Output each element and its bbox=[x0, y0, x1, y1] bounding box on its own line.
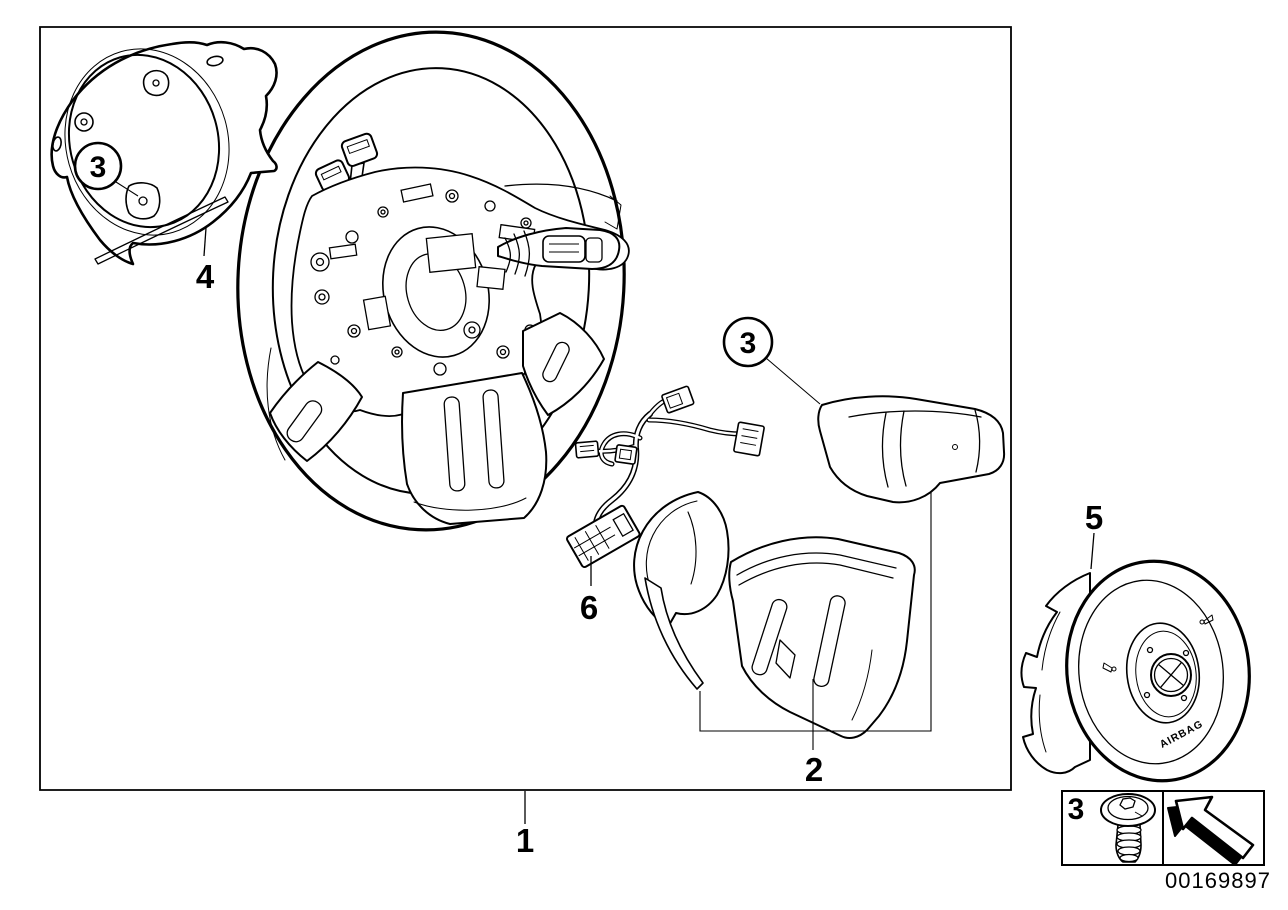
harness-main-connector bbox=[566, 505, 641, 568]
stalk-paddle-line bbox=[347, 140, 369, 154]
bracket-detail bbox=[1039, 612, 1060, 752]
spoke-cover-right bbox=[818, 396, 1004, 502]
part-number-text: 00169897 bbox=[1165, 868, 1271, 893]
cable-harness-drawing: 6 bbox=[566, 386, 764, 626]
airbag-pad-ring bbox=[1068, 572, 1233, 772]
label-cable-harness: 6 bbox=[580, 589, 598, 626]
cover-hole bbox=[52, 136, 63, 151]
cover-opening-outer bbox=[43, 29, 251, 254]
label-column-cover: 4 bbox=[196, 258, 215, 295]
cover-opening bbox=[49, 37, 239, 245]
label-spoke-covers: 2 bbox=[805, 751, 823, 788]
legend-screw-qty: 3 bbox=[1068, 793, 1085, 826]
spoke-covers-drawing: 3 2 bbox=[634, 318, 1004, 788]
horn-icon bbox=[1103, 663, 1116, 672]
leader-bracket-label2 bbox=[700, 491, 931, 731]
airbag-module-drawing: AIRBAG 5 bbox=[1022, 499, 1262, 791]
rim-inner-edge bbox=[267, 348, 285, 460]
rim-notch bbox=[605, 196, 621, 229]
harness-connectors bbox=[566, 386, 764, 568]
column-cover-drawing: 3 4 bbox=[43, 29, 276, 295]
steering-wheel-drawing bbox=[225, 22, 637, 540]
hub-shaft-inner bbox=[397, 247, 474, 338]
screw-icon bbox=[1101, 794, 1155, 862]
spoke-cover-left bbox=[634, 492, 728, 689]
airbag-housing bbox=[1054, 551, 1261, 792]
direction-arrow-icon bbox=[1168, 797, 1253, 865]
rim-detail-line bbox=[505, 184, 617, 201]
airbag-center-boss-inner bbox=[1131, 628, 1201, 721]
cover-screw-tabs bbox=[75, 71, 169, 219]
callout-screw-cover-label: 3 bbox=[90, 151, 107, 184]
label-steering-wheel: 1 bbox=[516, 822, 534, 859]
cover-bottom-lip bbox=[95, 197, 228, 264]
column-cover-shell bbox=[52, 42, 277, 264]
callout-screw-trim-label: 3 bbox=[740, 327, 757, 360]
airbag-center-boss bbox=[1121, 619, 1205, 727]
stalk-paddle-line bbox=[321, 166, 341, 179]
callout-circle-screw-cover bbox=[75, 143, 121, 189]
label-airbag-module: 5 bbox=[1085, 499, 1103, 536]
wheel-lower-spokes bbox=[270, 313, 604, 524]
harness-wires bbox=[595, 398, 742, 549]
wiper-stalk bbox=[498, 228, 619, 276]
legend-box: 3 bbox=[1062, 791, 1264, 865]
bmw-roundel bbox=[1145, 648, 1192, 701]
horn-icon bbox=[1200, 615, 1213, 624]
leader-line-callout3-cover bbox=[116, 182, 138, 196]
leader-line-label5 bbox=[1091, 533, 1094, 569]
leader-line-callout3-trim bbox=[766, 358, 820, 404]
leader-line-label4 bbox=[204, 228, 206, 256]
diagram-border-box bbox=[40, 27, 1011, 790]
spoke-cover-center bbox=[729, 537, 915, 738]
callout-circle-screw-trim bbox=[724, 318, 772, 366]
cover-hole bbox=[206, 55, 224, 67]
